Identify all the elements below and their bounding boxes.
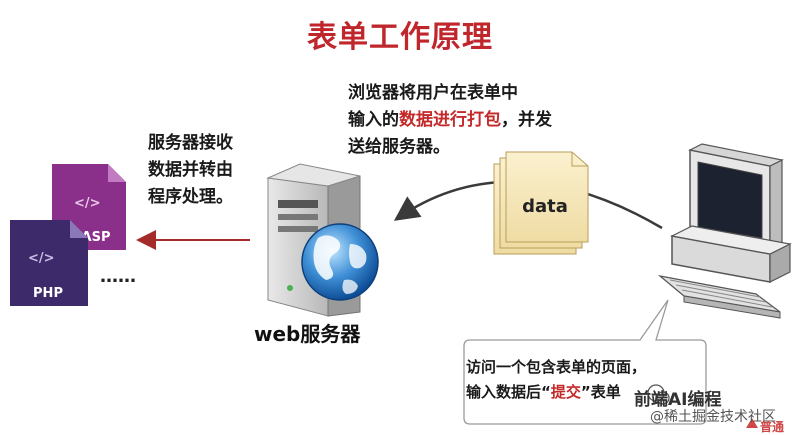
data-document-icon: data — [493, 151, 589, 255]
wechat-logo-icon — [647, 384, 665, 402]
globe-icon — [301, 223, 379, 301]
browser-note-line2: 输入的数据进行打包，并发 — [348, 107, 648, 134]
browser-note-highlight: 数据进行打包 — [399, 110, 501, 130]
brand-logo-icon — [746, 418, 758, 428]
browser-note-line1: 浏览器将用户在表单中 — [348, 83, 518, 103]
server-note-line2: 数据并转由 — [148, 160, 233, 180]
client-computer-icon — [657, 143, 792, 319]
browser-note-line3: 送给服务器。 — [348, 137, 450, 157]
bubble-line2-prefix: 输入数据后“ — [466, 383, 551, 401]
speech-bubble — [463, 299, 707, 425]
watermark-logo-text: 普通 — [760, 420, 785, 434]
watermark-community: @稀土掘金技术社区 — [650, 409, 776, 425]
bubble-highlight: 提交 — [550, 383, 581, 401]
web-server-label: web服务器 — [254, 322, 361, 346]
server-note-line3: 程序处理。 — [148, 187, 233, 207]
php-code-glyph: </> — [28, 251, 55, 266]
ellipsis: …… — [100, 266, 136, 287]
php-file-icon: </> PHP — [10, 220, 88, 306]
browser-note-line2-suffix: ，并发 — [501, 110, 552, 130]
bubble-line1: 访问一个包含表单的页面， — [466, 358, 647, 376]
server-note-line1: 服务器接收 — [148, 133, 233, 153]
bubble-line2: 输入数据后“提交”表单 — [466, 380, 716, 405]
php-label: PHP — [33, 286, 63, 301]
server-description: 服务器接收 数据并转由 程序处理。 — [148, 130, 288, 211]
asp-code-glyph: </> — [74, 196, 101, 211]
page-title: 表单工作原理 — [307, 20, 493, 55]
asp-label: ASP — [82, 230, 111, 245]
bubble-text: 访问一个包含表单的页面， 输入数据后“提交”表单 — [466, 355, 716, 405]
watermark-brand: 前端AI编程 — [634, 390, 722, 410]
data-label: data — [522, 196, 568, 217]
browser-note-line2-prefix: 输入的 — [348, 110, 399, 130]
bubble-line2-suffix: ”表单 — [580, 383, 621, 401]
browser-description: 浏览器将用户在表单中 输入的数据进行打包，并发 送给服务器。 — [348, 80, 648, 161]
